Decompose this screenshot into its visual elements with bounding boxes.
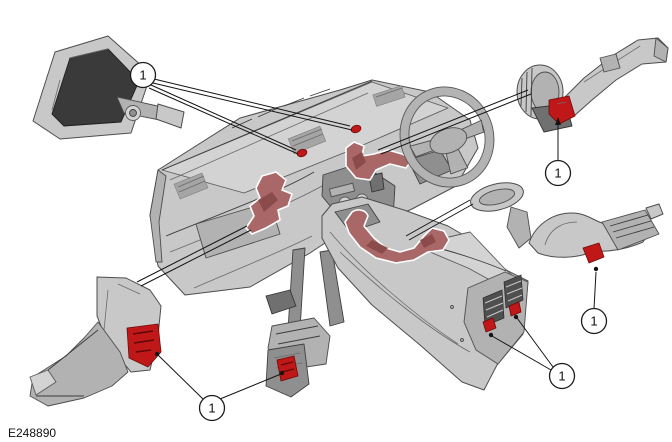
gear-shifter xyxy=(368,172,385,193)
right-demister-duct xyxy=(516,37,669,133)
red-clip xyxy=(482,317,497,333)
console-rear-vents xyxy=(463,271,529,365)
callout-label: 1 xyxy=(139,68,146,83)
red-clip xyxy=(296,148,308,158)
floor-duct-bracket xyxy=(265,317,331,398)
side-vent-unit xyxy=(32,35,185,140)
red-clip xyxy=(350,124,362,134)
rear-duct-elbow xyxy=(470,182,532,249)
callout-label: 1 xyxy=(558,369,565,384)
red-clip xyxy=(548,95,576,125)
speaker-grille xyxy=(173,172,209,200)
vent-grille xyxy=(503,274,524,309)
vent-grille xyxy=(482,289,505,327)
red-clip xyxy=(508,301,522,317)
steering-wheel xyxy=(399,86,495,188)
speaker-grille xyxy=(287,125,327,155)
figure-reference-code: E248890 xyxy=(8,426,56,440)
callout-bottom-right: 1 xyxy=(548,362,576,390)
callout-label: 1 xyxy=(208,401,215,416)
callout-bottom-center: 1 xyxy=(198,394,226,422)
callout-label: 1 xyxy=(590,314,597,329)
red-clip xyxy=(276,355,299,382)
instrument-panel xyxy=(149,79,479,296)
callout-label: 1 xyxy=(554,166,561,181)
leader-lines xyxy=(136,78,599,401)
vent-nozzle xyxy=(155,103,185,129)
red-clip xyxy=(582,242,605,264)
duct-highlight-left xyxy=(245,171,293,235)
speaker-grille xyxy=(372,85,406,107)
red-connector xyxy=(126,323,162,368)
callout-mid-right: 1 xyxy=(580,307,608,335)
duct-highlight-console xyxy=(344,209,450,264)
callout-top-right: 1 xyxy=(544,159,572,187)
rear-floor-duct xyxy=(528,203,664,264)
pedal-bracket xyxy=(265,247,345,331)
left-demister-duct xyxy=(29,276,162,407)
callout-top-left: 1 xyxy=(129,61,157,89)
